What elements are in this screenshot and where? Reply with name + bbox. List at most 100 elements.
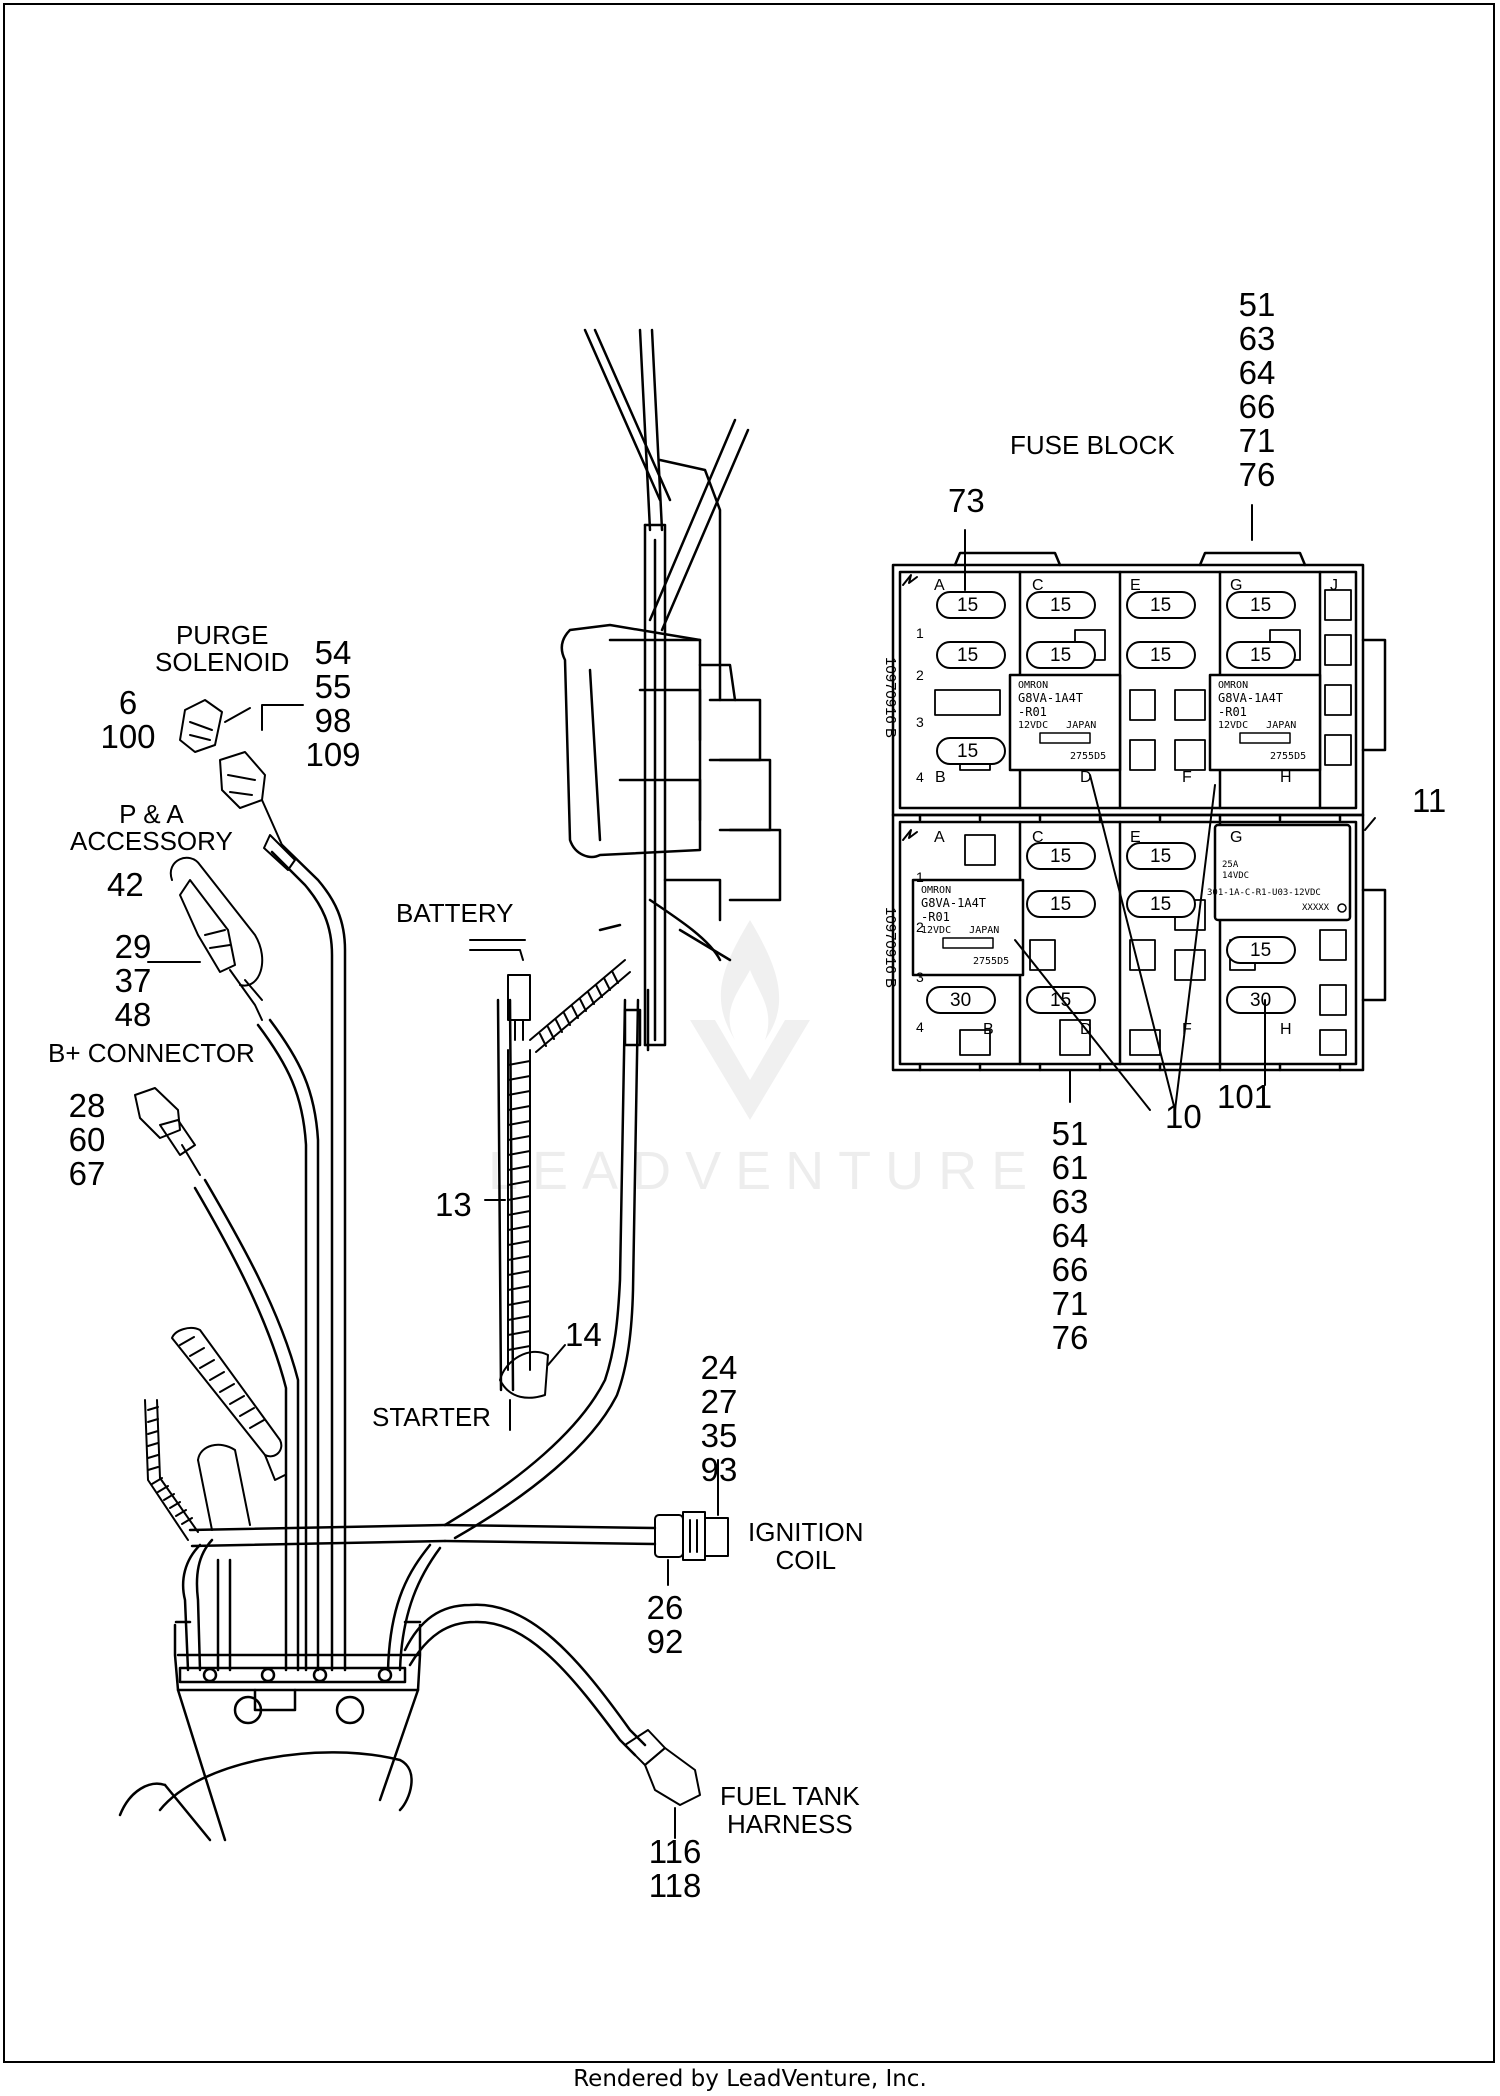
relay-b-code: 2755D5 — [973, 956, 1010, 967]
relay-11-line1: 25A — [1222, 860, 1239, 870]
callout-num: 66 — [1238, 388, 1276, 425]
relay-suffix: -R01 — [921, 910, 950, 924]
fuse-upper-6: 15 — [1050, 645, 1072, 666]
callout-num: 67 — [68, 1155, 106, 1192]
purge-solenoid-label: PURGE SOLENOID — [155, 620, 290, 677]
fuse-upper-5: 15 — [957, 645, 979, 666]
battery-label: BATTERY — [396, 898, 514, 928]
callout-num: 29 — [114, 928, 152, 965]
callout-num: 63 — [1051, 1183, 1089, 1220]
callout-num: 61 — [1051, 1149, 1089, 1186]
fb-upper-side-text: 10970916 B — [881, 657, 899, 738]
callout-num: 37 — [114, 962, 152, 999]
relay-model: G8VA-1A4T — [921, 896, 987, 910]
relay-11-code: XXXXX — [1302, 903, 1330, 913]
fb-lower-row-3: 3 — [916, 969, 924, 985]
callout-num: 35 — [700, 1417, 738, 1454]
fuse-lower-2: 15 — [1150, 846, 1172, 867]
fuse-upper-4: 15 — [1250, 595, 1272, 616]
ecm-assembly — [560, 328, 782, 1052]
purge-solenoid-connector — [179, 699, 296, 871]
watermark-text: LEADVENTURE — [488, 1141, 1042, 1201]
fb-lower-bot-f: F — [1182, 1021, 1192, 1038]
callout-pa-group: 29 37 48 — [108, 930, 158, 1032]
callout-num: 63 — [1238, 320, 1276, 357]
pa-accessory-label: P & A ACCESSORY — [70, 799, 233, 856]
fb-upper-col-c: C — [1032, 577, 1044, 594]
callout-num: 109 — [305, 736, 361, 773]
callout-num: 76 — [1238, 456, 1276, 493]
callout-num: 48 — [114, 996, 152, 1033]
fuse-lower-6: 30 — [950, 990, 972, 1011]
relay-model: G8VA-1A4T — [1018, 691, 1084, 705]
relay-suffix: -R01 — [1218, 705, 1247, 719]
callout-purge-left: 6 100 — [98, 686, 158, 754]
fb-upper-row-4: 4 — [916, 769, 924, 785]
battery-cable — [469, 939, 631, 1431]
fb-lower-bot-b: B — [983, 1021, 994, 1038]
fb-upper-bot-f: F — [1182, 769, 1192, 786]
fb-lower-bot-h: H — [1280, 1021, 1292, 1038]
fuse-upper-3: 15 — [1150, 595, 1172, 616]
b-plus-connector — [134, 1087, 201, 1176]
ignition-coil-connector — [654, 1511, 729, 1561]
relay-model: G8VA-1A4T — [1218, 691, 1284, 705]
fb-upper-col-g: G — [1230, 577, 1243, 594]
callout-num: 71 — [1238, 422, 1276, 459]
callout-num: 66 — [1051, 1251, 1089, 1288]
callout-purge-right: 54 55 98 109 — [302, 636, 364, 772]
callout-num: 93 — [700, 1451, 738, 1488]
callout-13: 13 — [435, 1186, 472, 1223]
callout-fuse-bottom: 51 61 63 64 66 71 76 — [1045, 1117, 1095, 1355]
fuse-upper-1: 15 — [957, 595, 979, 616]
callout-num: 71 — [1051, 1285, 1089, 1322]
fb-upper-col-j: J — [1330, 577, 1338, 594]
callout-73: 73 — [948, 482, 985, 519]
pa-accessory-connector — [169, 856, 264, 1021]
fuse-lower-1: 15 — [1050, 846, 1072, 867]
relay-h-code: 2755D5 — [1270, 751, 1307, 762]
fb-lower-col-a: A — [934, 829, 945, 846]
callout-num: 64 — [1238, 354, 1276, 391]
relay-brand: OMRON — [1018, 680, 1049, 691]
callout-num: 54 — [314, 634, 352, 671]
fuse-upper-7: 15 — [1150, 645, 1172, 666]
relay-origin: JAPAN — [969, 925, 1000, 936]
callout-num: 76 — [1051, 1319, 1089, 1356]
fb-upper-row-2: 2 — [916, 667, 924, 683]
fb-upper-bot-d: D — [1080, 769, 1092, 786]
fb-lower-col-c: C — [1032, 829, 1044, 846]
fuse-lower-4: 15 — [1150, 894, 1172, 915]
fuse-block-outline — [891, 551, 1387, 1072]
fb-upper-row-1: 1 — [916, 625, 924, 641]
relay-brand: OMRON — [1218, 680, 1249, 691]
ignition-coil-label: IGNITION COIL — [748, 1517, 864, 1575]
callout-num: 28 — [68, 1087, 106, 1124]
frame-bracket — [118, 1620, 422, 1842]
callout-num: 98 — [314, 702, 352, 739]
conduit-left — [144, 1327, 286, 1541]
callout-num: 118 — [648, 1867, 702, 1904]
relay-11-part: 301-1A-C-R1-U03-12VDC — [1207, 888, 1321, 898]
fb-lower-col-g: G — [1230, 829, 1243, 846]
relay-voltage: 12VDC — [1018, 720, 1049, 731]
relay-11-line2: 14VDC — [1222, 871, 1250, 881]
relay-suffix: -R01 — [1018, 705, 1047, 719]
fb-upper-col-a: A — [934, 577, 945, 594]
callout-num: 60 — [68, 1121, 106, 1158]
callout-num: 26 — [646, 1589, 684, 1626]
fuse-upper-2: 15 — [1050, 595, 1072, 616]
callout-11: 11 — [1412, 782, 1447, 819]
fb-upper-col-e: E — [1130, 577, 1141, 594]
fuel-tank-connector — [624, 1729, 701, 1806]
fb-upper-row-3: 3 — [916, 714, 924, 730]
relay-voltage: 12VDC — [921, 925, 952, 936]
callout-num: 55 — [314, 668, 352, 705]
fuel-tank-harness-label: FUEL TANK HARNESS — [720, 1781, 860, 1839]
callout-num: 51 — [1051, 1115, 1089, 1152]
callout-fuel-bottom: 116 118 — [640, 1835, 710, 1903]
leader-lines — [147, 504, 1376, 1839]
